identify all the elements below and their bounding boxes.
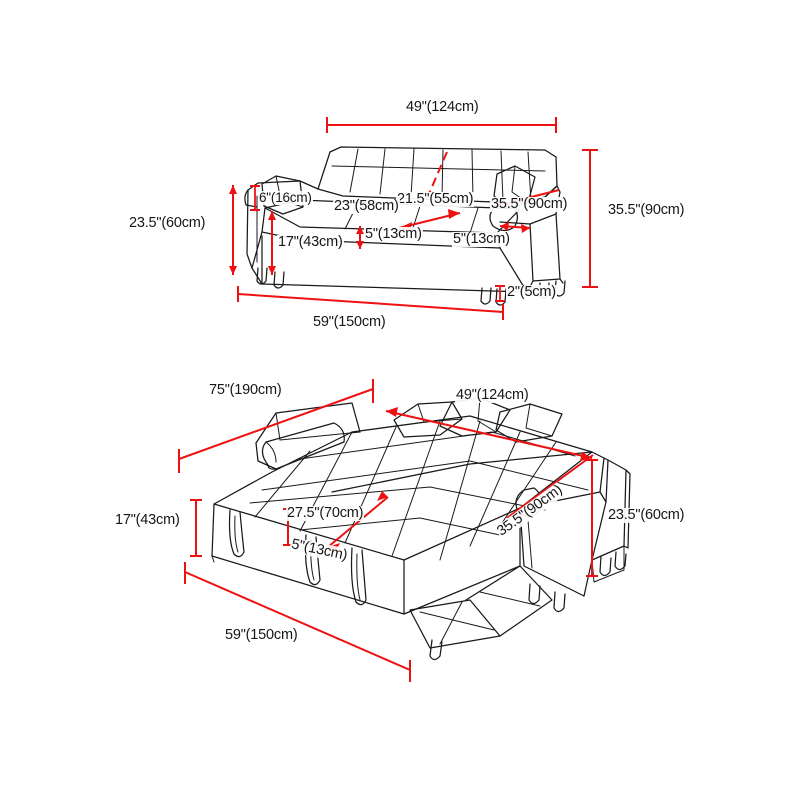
label-59-bed: 59"(150cm) [224, 627, 299, 643]
label-21-5: 21.5"(55cm) [396, 191, 475, 207]
label-35-5-arm: 35.5"(90cm) [490, 196, 569, 212]
label-5-cushion: 5"(13cm) [364, 226, 423, 242]
label-17: 17"(43cm) [277, 234, 344, 250]
dim-line-75 [178, 379, 374, 473]
label-27-5: 27.5"(70cm) [286, 505, 365, 521]
label-6: 6"(16cm) [258, 190, 313, 205]
dim-line-5-cushion [356, 226, 364, 249]
dim-line-17 [268, 211, 276, 275]
dim-line-49-top [326, 117, 557, 133]
label-59-bottom: 59"(150cm) [312, 314, 387, 330]
label-75: 75"(190cm) [208, 382, 283, 398]
label-23: 23"(58cm) [333, 198, 400, 214]
label-23-5: 23.5"(60cm) [128, 215, 207, 231]
label-49-top: 49"(124cm) [405, 99, 480, 115]
dim-line-17-bed [190, 499, 202, 557]
dim-line-35-5-right [582, 149, 598, 288]
label-5-arm: 5"(13cm) [452, 231, 511, 247]
label-49-bed: 49"(124cm) [455, 387, 530, 403]
label-23-5-bed: 23.5"(60cm) [607, 507, 686, 523]
dim-line-59-bed [184, 562, 411, 682]
dim-line-23-5 [229, 185, 237, 275]
dim-line-2 [495, 285, 505, 302]
dim-line-5-arm [499, 222, 531, 233]
label-17-bed: 17"(43cm) [114, 512, 181, 528]
dim-line-5-bed [327, 491, 389, 553]
label-35-5-right: 35.5"(90cm) [607, 202, 686, 218]
label-2: 2"(5cm) [506, 284, 557, 300]
dim-line-23-5-bed [586, 459, 598, 577]
dim-line-49-bed [385, 407, 593, 461]
dim-line-59-bottom [237, 286, 504, 320]
dim-line-6 [250, 185, 260, 211]
